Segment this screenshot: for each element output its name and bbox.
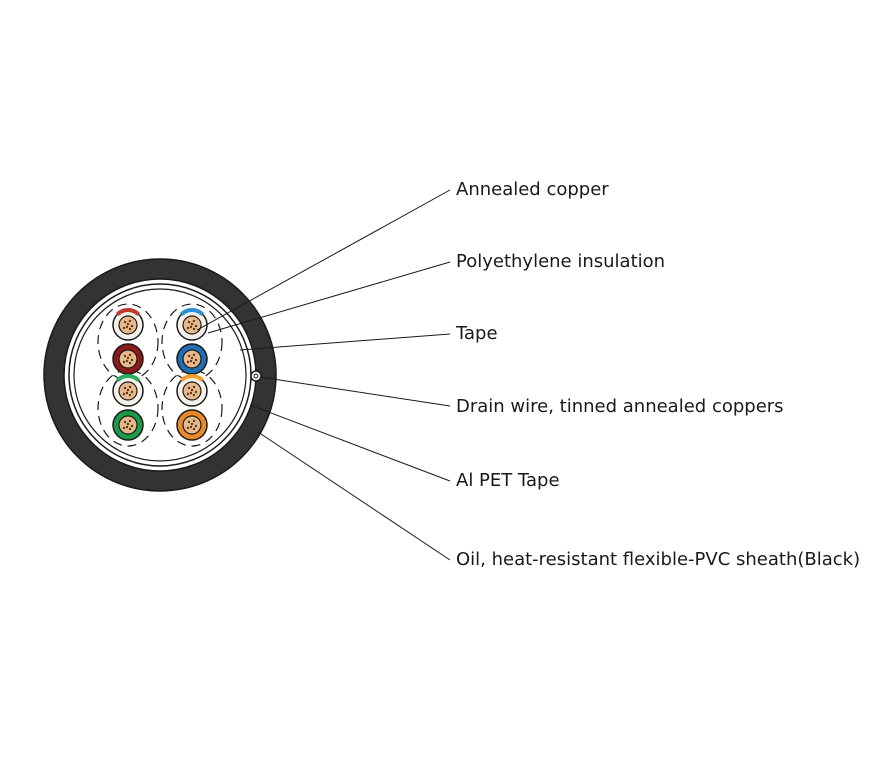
copper-strand <box>128 427 132 431</box>
copper-strand <box>130 358 134 362</box>
leader-sheath <box>257 431 451 561</box>
copper-strand <box>123 320 127 324</box>
copper-strand <box>194 324 198 328</box>
copper-strand <box>128 327 132 331</box>
copper-strand <box>190 322 194 326</box>
copper-strand <box>186 326 190 330</box>
copper-strand <box>186 392 190 396</box>
conductor-green <box>112 409 144 441</box>
copper-strand <box>186 360 190 364</box>
copper-strand <box>123 420 127 424</box>
insulation-stripe <box>179 374 205 382</box>
conductor-white-green-stripe <box>112 374 144 407</box>
copper-strand <box>122 392 126 396</box>
copper-strand <box>189 359 193 363</box>
copper-strand <box>192 361 196 365</box>
pair-outline-left-bottom <box>97 369 159 447</box>
label-al-pet-tape: Al PET Tape <box>456 470 560 491</box>
copper-strand <box>192 393 196 397</box>
copper-strand <box>187 354 191 358</box>
copper-strand <box>186 426 190 430</box>
copper-strand <box>194 358 198 362</box>
copper-strand <box>189 325 193 329</box>
copper-strand <box>125 391 129 395</box>
drain-wire <box>250 370 262 382</box>
copper-strand <box>130 424 134 428</box>
copper-strand <box>192 319 196 323</box>
conductor-blue <box>176 343 208 375</box>
leader-polyethylene-insulation <box>207 261 451 334</box>
copper-strand <box>189 425 193 429</box>
copper-strand <box>194 390 198 394</box>
leader-tape <box>239 333 451 351</box>
copper-strand <box>123 354 127 358</box>
conductor-red <box>112 343 144 375</box>
copper-strand <box>192 327 196 331</box>
copper-strand <box>128 361 132 365</box>
copper-strand <box>189 391 193 395</box>
copper-strand <box>126 322 130 326</box>
label-drain-wire: Drain wire, tinned annealed coppers <box>456 396 784 417</box>
copper-strand <box>123 386 127 390</box>
copper-strand <box>128 353 132 357</box>
copper-strand <box>128 385 132 389</box>
tape-ring <box>73 288 247 462</box>
copper-strand <box>126 422 130 426</box>
insulation-stripe <box>179 308 205 316</box>
copper-strand <box>190 388 194 392</box>
conductor-white-orange-stripe <box>176 374 208 407</box>
leader-al-pet-tape <box>249 404 451 482</box>
copper-strand <box>187 386 191 390</box>
copper-strand <box>126 388 130 392</box>
copper-strand <box>187 320 191 324</box>
copper-strand <box>190 356 194 360</box>
pair-outline-right-bottom <box>161 369 223 447</box>
label-tape: Tape <box>456 323 498 344</box>
copper-strand <box>128 393 132 397</box>
label-polyethylene-insulation: Polyethylene insulation <box>456 251 666 272</box>
leader-drain-wire <box>259 376 451 407</box>
label-annealed-copper: Annealed copper <box>456 179 609 200</box>
copper-strand <box>187 420 191 424</box>
copper-strand <box>122 426 126 430</box>
copper-strand <box>126 356 130 360</box>
leader-annealed-copper <box>196 189 451 331</box>
copper-strand <box>192 353 196 357</box>
copper-strand <box>130 390 134 394</box>
copper-strand <box>192 385 196 389</box>
copper-strand <box>194 424 198 428</box>
sheath-inner-area <box>63 278 257 472</box>
copper-strand <box>192 427 196 431</box>
copper-strand <box>125 425 129 429</box>
copper-strand <box>128 419 132 423</box>
copper-strand <box>125 325 129 329</box>
copper-strand <box>122 360 126 364</box>
copper-strand <box>125 359 129 363</box>
copper-strand <box>128 319 132 323</box>
drain-wire-inner <box>253 373 259 379</box>
conductor-orange <box>176 409 208 441</box>
copper-strand <box>130 324 134 328</box>
label-sheath: Oil, heat-resistant flexible-PVC sheath(… <box>456 549 861 570</box>
conductors <box>112 308 208 441</box>
copper-strand <box>190 422 194 426</box>
insulation-stripe <box>115 374 141 382</box>
conductor-white-blue-stripe <box>176 308 208 341</box>
copper-strand <box>192 419 196 423</box>
insulation-stripe <box>115 308 141 316</box>
leader-lines <box>196 189 451 561</box>
conductor-white-red-stripe <box>112 308 144 341</box>
copper-strand <box>122 326 126 330</box>
